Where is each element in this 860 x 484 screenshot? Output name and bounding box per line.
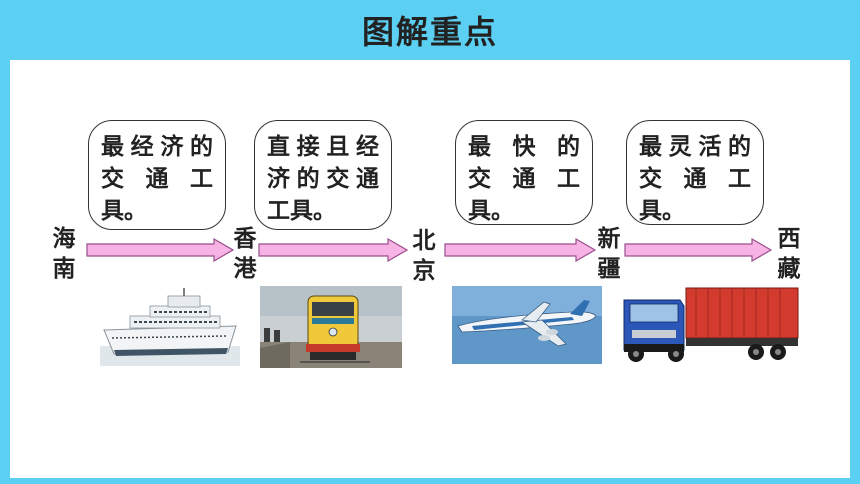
place-char: 新 bbox=[597, 226, 621, 252]
ship-icon bbox=[100, 286, 240, 366]
train-icon bbox=[260, 286, 402, 368]
bubble-train: 直接且经 济的交通 工具。 bbox=[254, 120, 392, 230]
bubble-line: 最灵活的 bbox=[639, 134, 751, 160]
place-char: 疆 bbox=[597, 256, 621, 282]
bubble-line: 交 通 工 bbox=[639, 166, 751, 192]
slide-title: 图解重点 bbox=[361, 13, 498, 51]
bubble-truck: 最灵活的 交 通 工 具。 bbox=[626, 120, 764, 225]
place-xizang: 西 藏 bbox=[775, 224, 803, 284]
place-xinjiang: 新 疆 bbox=[595, 224, 623, 284]
bubble-line: 交 通 工 bbox=[468, 166, 580, 192]
place-char: 香 bbox=[233, 226, 257, 252]
truck-icon bbox=[606, 286, 802, 364]
bubble-line: 工具。 bbox=[267, 198, 336, 224]
bubble-line: 济的交通 bbox=[267, 166, 379, 192]
arrow-1 bbox=[86, 238, 234, 262]
place-hainan: 海 南 bbox=[50, 224, 78, 284]
place-hongkong: 香 港 bbox=[231, 224, 259, 284]
bubble-line: 交 通 工 bbox=[101, 166, 213, 192]
bubble-ship: 最经济的 交 通 工 具。 bbox=[88, 120, 226, 230]
place-char: 京 bbox=[412, 258, 436, 284]
bubble-airplane: 最 快 的 交 通 工 具。 bbox=[455, 120, 593, 225]
bubble-line: 最 快 的 bbox=[468, 134, 580, 160]
place-char: 北 bbox=[412, 228, 436, 254]
place-char: 南 bbox=[52, 256, 76, 282]
header-bar: 图解重点 bbox=[0, 0, 860, 60]
place-char: 西 bbox=[777, 226, 801, 252]
bubble-line: 具。 bbox=[101, 198, 147, 224]
arrow-2 bbox=[258, 238, 408, 262]
bubble-line: 具。 bbox=[468, 198, 514, 224]
bubble-line: 最经济的 bbox=[101, 134, 213, 160]
airplane-icon bbox=[452, 286, 602, 364]
bubble-line: 直接且经 bbox=[267, 134, 379, 160]
arrow-4 bbox=[624, 238, 772, 262]
place-char: 海 bbox=[52, 226, 76, 252]
arrow-3 bbox=[444, 238, 596, 262]
place-beijing: 北 京 bbox=[410, 226, 438, 286]
place-char: 港 bbox=[233, 256, 257, 282]
place-char: 藏 bbox=[777, 256, 801, 282]
bubble-line: 具。 bbox=[639, 198, 685, 224]
